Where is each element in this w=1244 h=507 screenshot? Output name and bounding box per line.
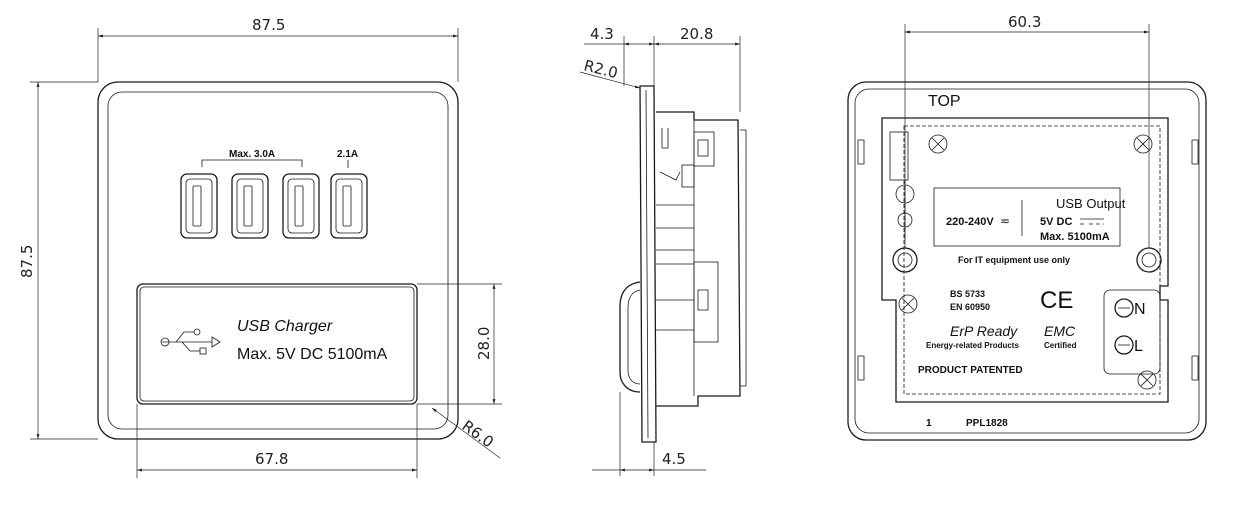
dim-mount-spacing: 60.3 bbox=[1008, 13, 1041, 31]
erp-title: ErP Ready bbox=[950, 323, 1018, 339]
output-current: Max. 5100mA bbox=[1040, 231, 1110, 243]
top-label: TOP bbox=[928, 93, 961, 110]
terminal-n-label: N bbox=[1134, 301, 1146, 318]
back-view: N L TOP 220-240V ≂ USB Output 5V DC Max.… bbox=[847, 13, 1207, 441]
usb-port-4 bbox=[330, 173, 368, 239]
output-title: USB Output bbox=[1056, 196, 1126, 211]
dim-side-depth: 20.8 bbox=[680, 25, 713, 43]
emc-title: EMC bbox=[1044, 323, 1076, 339]
dim-front-width: 87.5 bbox=[252, 16, 285, 34]
dim-window-height: 28.0 bbox=[475, 327, 493, 360]
usb-port-3 bbox=[282, 173, 320, 239]
side-plate bbox=[639, 85, 657, 443]
dim-window-width: 67.8 bbox=[255, 450, 288, 468]
usb-trident-icon bbox=[160, 328, 221, 355]
terminal-l-label: L bbox=[1134, 338, 1143, 355]
max-current-label: Max. 3.0A bbox=[229, 149, 275, 160]
front-view: Max. 3.0A 2.1A bbox=[18, 16, 502, 478]
standard-2: EN 60950 bbox=[950, 302, 990, 312]
output-voltage: 5V DC bbox=[1040, 216, 1072, 228]
screw-bottom-left bbox=[898, 294, 918, 314]
usb-port-2 bbox=[231, 173, 269, 239]
terminal-l-screw bbox=[1114, 335, 1134, 355]
side-view: 4.3 20.8 R2.0 4.5 bbox=[579, 25, 747, 476]
back-plate-inner bbox=[854, 88, 1200, 434]
it-note: For IT equipment use only bbox=[958, 255, 1070, 265]
dim-flange: 4.5 bbox=[662, 450, 686, 468]
ac-symbol: ≂ bbox=[1000, 214, 1010, 228]
max-current-bracket bbox=[201, 159, 303, 167]
dim-plate-thickness: 4.3 bbox=[590, 25, 614, 43]
front-plate-outer bbox=[97, 81, 459, 440]
label-window bbox=[136, 283, 418, 405]
dim-corner-radius: R6.0 bbox=[459, 417, 497, 452]
terminal-block bbox=[1103, 289, 1161, 375]
erp-subtitle: Energy-related Products bbox=[926, 341, 1019, 350]
screw-top-right bbox=[1133, 134, 1153, 154]
emc-subtitle: Certified bbox=[1044, 341, 1077, 350]
dim-side-radius: R2.0 bbox=[582, 56, 620, 82]
back-housing bbox=[881, 117, 1169, 403]
mount-hole-left bbox=[892, 247, 918, 273]
input-voltage: 220-240V bbox=[946, 216, 994, 228]
patent-label: PRODUCT PATENTED bbox=[918, 365, 1023, 376]
screw-bottom-right bbox=[1137, 370, 1157, 390]
terminal-n-screw bbox=[1114, 298, 1134, 318]
dim-front-height: 87.5 bbox=[18, 245, 36, 278]
mount-hole-right bbox=[1136, 247, 1162, 273]
usb-port-1 bbox=[180, 173, 218, 239]
side-flange bbox=[619, 281, 641, 393]
window-title: USB Charger bbox=[237, 318, 333, 335]
label-window-inner bbox=[139, 286, 415, 402]
rating-box bbox=[933, 187, 1121, 247]
ce-mark: CE bbox=[1040, 287, 1073, 314]
screw-top-left bbox=[928, 134, 948, 154]
back-plate-outer bbox=[847, 81, 1207, 441]
window-rating: Max. 5V DC 5100mA bbox=[237, 346, 388, 363]
standard-1: BS 5733 bbox=[950, 289, 985, 299]
side-body bbox=[656, 111, 741, 407]
front-plate-inner bbox=[107, 91, 449, 430]
item-number: 1 bbox=[926, 418, 932, 429]
single-port-label: 2.1A bbox=[337, 149, 358, 160]
model-number: PPL1828 bbox=[966, 418, 1008, 429]
